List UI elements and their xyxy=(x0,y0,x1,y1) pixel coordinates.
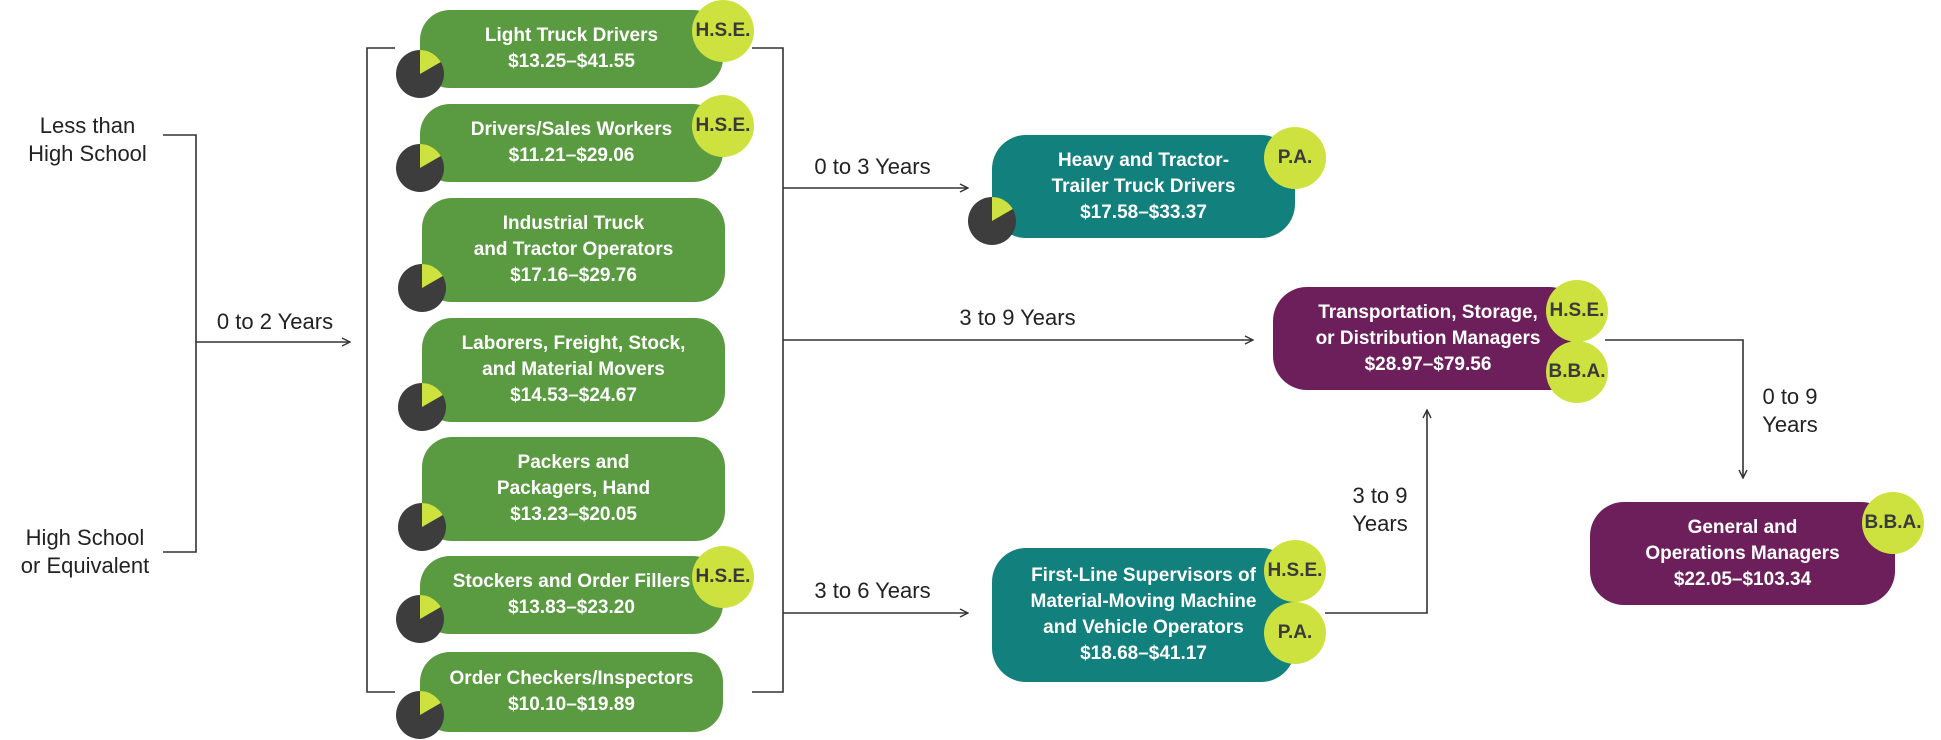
label-line: 0 to 9 xyxy=(1762,384,1818,409)
label-line: Years xyxy=(1762,412,1818,437)
job-title-line: General and xyxy=(1687,516,1798,538)
credential-badge-pa: P.A. xyxy=(1264,602,1326,664)
pie-icon xyxy=(398,264,446,312)
job-heavy-tractor-trailer-drivers: Heavy and Tractor- Trailer Truck Drivers… xyxy=(992,135,1295,238)
job-drivers-sales-workers: Drivers/Sales Workers $11.21–$29.06 xyxy=(420,104,723,182)
credential-badge-hse: H.S.E. xyxy=(692,95,754,157)
job-title-line: Material-Moving Machine xyxy=(1030,591,1257,612)
job-wage-line: $28.97–$79.56 xyxy=(1364,353,1492,375)
pie-icon xyxy=(398,503,446,551)
credential-badge-bba: B.B.A. xyxy=(1862,492,1924,554)
pie-icon xyxy=(396,49,444,98)
label-line: Less than xyxy=(39,113,136,138)
job-title-line: or Distribution Managers xyxy=(1315,327,1541,349)
transition-label-to-entry: 0 to 2 Years xyxy=(216,309,334,334)
pie-icon xyxy=(398,383,446,431)
job-packers-packagers: Packers and Packagers, Hand $13.23–$20.0… xyxy=(422,437,725,541)
job-light-truck-drivers: Light Truck Drivers $13.25–$41.55 xyxy=(420,10,723,88)
job-wage-line: $13.23–$20.05 xyxy=(510,504,637,525)
job-general-operations-managers: General and Operations Managers $22.05–$… xyxy=(1590,502,1895,605)
job-title-line: Light Truck Drivers xyxy=(484,25,659,46)
credential-badge-hse: H.S.E. xyxy=(1264,540,1326,602)
credential-badge-hse: H.S.E. xyxy=(1546,280,1608,342)
less-than-high-school-label: Less than High School xyxy=(10,112,165,168)
credential-badge-hse: H.S.E. xyxy=(692,0,754,62)
job-transportation-storage-managers: Transportation, Storage, or Distribution… xyxy=(1273,287,1583,390)
job-wage-line: $22.05–$103.34 xyxy=(1673,568,1812,590)
job-title-line: and Material Movers xyxy=(482,359,665,380)
label-line: 3 to 9 xyxy=(1352,483,1408,508)
job-title-line: Industrial Truck xyxy=(502,213,645,234)
label-line: High School xyxy=(25,525,145,550)
pie-icon xyxy=(396,595,444,643)
job-stockers-order-fillers: Stockers and Order Fillers $13.83–$23.20 xyxy=(420,556,723,634)
transition-label-supervisors-to-managers: 3 to 9 Years xyxy=(1340,482,1420,538)
pie-icon xyxy=(396,691,444,739)
transition-label-to-supervisors: 3 to 6 Years xyxy=(814,578,931,603)
pie-icon xyxy=(396,144,444,192)
job-wage-line: $11.21–$29.06 xyxy=(508,145,635,166)
job-title-line: Packagers, Hand xyxy=(496,478,651,499)
job-title-line: Packers and xyxy=(517,452,630,473)
job-first-line-supervisors: First-Line Supervisors of Material-Movin… xyxy=(992,548,1295,682)
high-school-equivalent-label: High School or Equivalent xyxy=(5,524,165,580)
job-laborers-material-movers: Laborers, Freight, Stock, and Material M… xyxy=(422,318,725,422)
credential-badge-pa: P.A. xyxy=(1264,127,1326,189)
job-title-line: Drivers/Sales Workers xyxy=(470,119,673,140)
job-title-line: Trailer Truck Drivers xyxy=(1051,175,1236,197)
job-wage-line: $13.25–$41.55 xyxy=(508,51,635,72)
job-title-line: and Tractor Operators xyxy=(473,239,674,260)
job-title-line: Stockers and Order Fillers xyxy=(452,571,691,592)
job-title-line: Transportation, Storage, xyxy=(1318,301,1538,323)
credential-badge-bba: B.B.A. xyxy=(1546,341,1608,403)
transition-label-to-managers: 3 to 9 Years xyxy=(959,305,1076,330)
job-title-line: Laborers, Freight, Stock, xyxy=(461,333,686,354)
job-wage-line: $14.53–$24.67 xyxy=(510,385,637,406)
label-line: Years xyxy=(1352,511,1408,536)
job-title-line: Operations Managers xyxy=(1645,542,1840,564)
label-line: High School xyxy=(28,141,147,166)
job-title-line: First-Line Supervisors of xyxy=(1031,565,1256,586)
job-title-line: and Vehicle Operators xyxy=(1043,617,1244,638)
job-wage-line: $17.16–$29.76 xyxy=(510,265,637,286)
job-wage-line: $13.83–$23.20 xyxy=(508,597,635,618)
job-title-line: Heavy and Tractor- xyxy=(1057,149,1230,171)
transition-label-managers-to-general: 0 to 9 Years xyxy=(1750,383,1830,439)
pie-icon xyxy=(968,197,1016,245)
job-industrial-truck-operators: Industrial Truck and Tractor Operators $… xyxy=(422,198,725,302)
label-line: or Equivalent xyxy=(20,553,150,578)
transition-label-to-heavy: 0 to 3 Years xyxy=(814,154,931,179)
job-title-line: Order Checkers/Inspectors xyxy=(449,668,694,689)
credential-badge-hse: H.S.E. xyxy=(692,546,754,608)
job-order-checkers-inspectors: Order Checkers/Inspectors $10.10–$19.89 xyxy=(420,652,723,732)
job-wage-line: $10.10–$19.89 xyxy=(508,694,635,715)
job-wage-line: $17.58–$33.37 xyxy=(1080,201,1207,223)
job-wage-line: $18.68–$41.17 xyxy=(1080,643,1207,664)
